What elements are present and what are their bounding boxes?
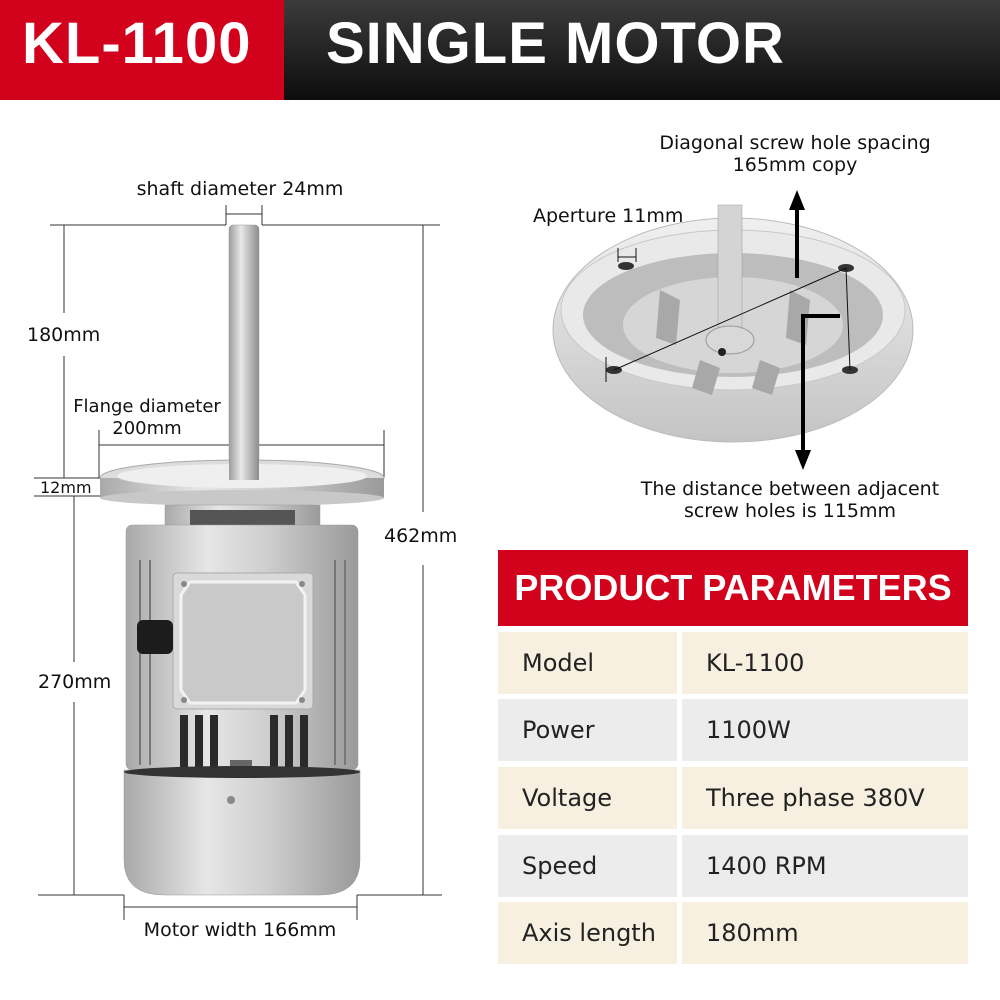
param-label-power: Power — [498, 699, 677, 761]
param-label-model: Model — [498, 632, 677, 694]
body-height-label: 270mm — [38, 671, 112, 693]
diagonal-spacing-line2: 165mm copy — [732, 154, 858, 176]
model-banner — [0, 0, 284, 100]
shaft-length-label: 180mm — [27, 324, 101, 346]
parameters-title: PRODUCT PARAMETERS — [514, 567, 952, 608]
aperture-label: Aperture 11mm — [533, 205, 684, 227]
page-title: SINGLE MOTOR — [326, 11, 785, 76]
param-value-model: KL-1100 — [682, 632, 968, 694]
param-value-power: 1100W — [682, 699, 968, 761]
param-label-speed: Speed — [498, 835, 677, 897]
diagonal-spacing-line1: Diagonal screw hole spacing — [659, 132, 931, 154]
flange-diameter-label-line2: 200mm — [112, 418, 182, 439]
total-height-label: 462mm — [384, 525, 458, 547]
flange-diameter-label-line1: Flange diameter — [73, 396, 221, 417]
title-banner — [284, 0, 1000, 100]
diagonal-spacing-label: Diagonal screw hole spacing 165mm copy — [630, 132, 960, 176]
param-value-voltage: Three phase 380V — [682, 767, 968, 829]
flange-thickness-label: 12mm — [40, 478, 92, 497]
adjacent-spacing-line2: screw holes is 115mm — [683, 500, 897, 522]
shaft-diameter-label: shaft diameter 24mm — [136, 178, 344, 200]
flange-diameter-label: Flange diameter 200mm — [62, 396, 232, 440]
parameters-header — [498, 550, 968, 626]
model-heading: KL-1100 — [22, 11, 252, 76]
param-label-axis-length: Axis length — [498, 902, 677, 964]
flange-illustration — [552, 190, 914, 470]
motor-width-label: Motor width 166mm — [143, 919, 337, 941]
adjacent-spacing-line1: The distance between adjacent — [640, 478, 940, 500]
param-label-voltage: Voltage — [498, 767, 677, 829]
param-value-speed: 1400 RPM — [682, 835, 968, 897]
adjacent-spacing-label: The distance between adjacent screw hole… — [610, 478, 970, 522]
motor-illustration — [34, 205, 442, 920]
param-value-axis-length: 180mm — [682, 902, 968, 964]
